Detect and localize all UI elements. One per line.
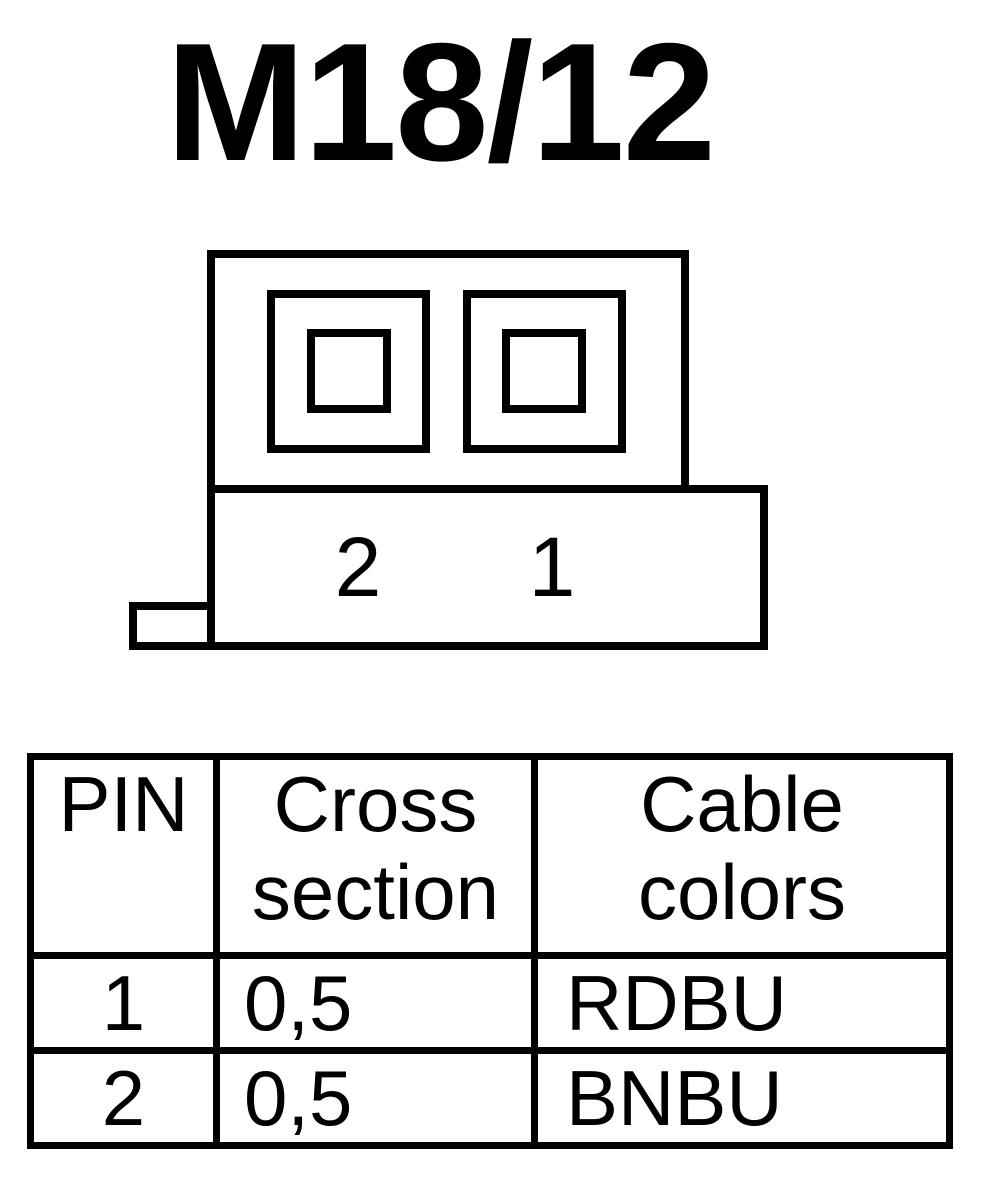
connector-housing-bottom (207, 485, 768, 650)
pin-label-2: 2 (335, 520, 382, 614)
pin-1-socket-inner (502, 329, 586, 413)
cell-cable-color: BNBU (531, 1047, 953, 1149)
connector-diagram: 2 1 (129, 250, 768, 650)
pin-1-socket-outer (463, 290, 626, 453)
header-pin: PIN (27, 753, 220, 959)
pin-label-1: 1 (529, 520, 576, 614)
table-row: 2 0,5 BNBU (27, 1047, 953, 1149)
cell-cross-section: 0,5 (213, 952, 538, 1054)
connector-title: M18/12 (165, 8, 716, 196)
connector-locking-tab (129, 602, 215, 650)
pin-2-socket-outer (267, 290, 430, 453)
cell-pin: 2 (27, 1047, 220, 1149)
header-cross-section: Cross section (213, 753, 538, 959)
header-cable-colors: Cable colors (531, 753, 953, 959)
table-header-row: PIN Cross section Cable colors (27, 753, 953, 959)
connector-housing-top (207, 250, 689, 489)
cell-cable-color: RDBU (531, 952, 953, 1054)
table-row: 1 0,5 RDBU (27, 952, 953, 1054)
pin-assignment-table: PIN Cross section Cable colors 1 0,5 RDB… (27, 753, 953, 1149)
pin-2-socket-inner (307, 329, 391, 413)
cell-pin: 1 (27, 952, 220, 1054)
cell-cross-section: 0,5 (213, 1047, 538, 1149)
